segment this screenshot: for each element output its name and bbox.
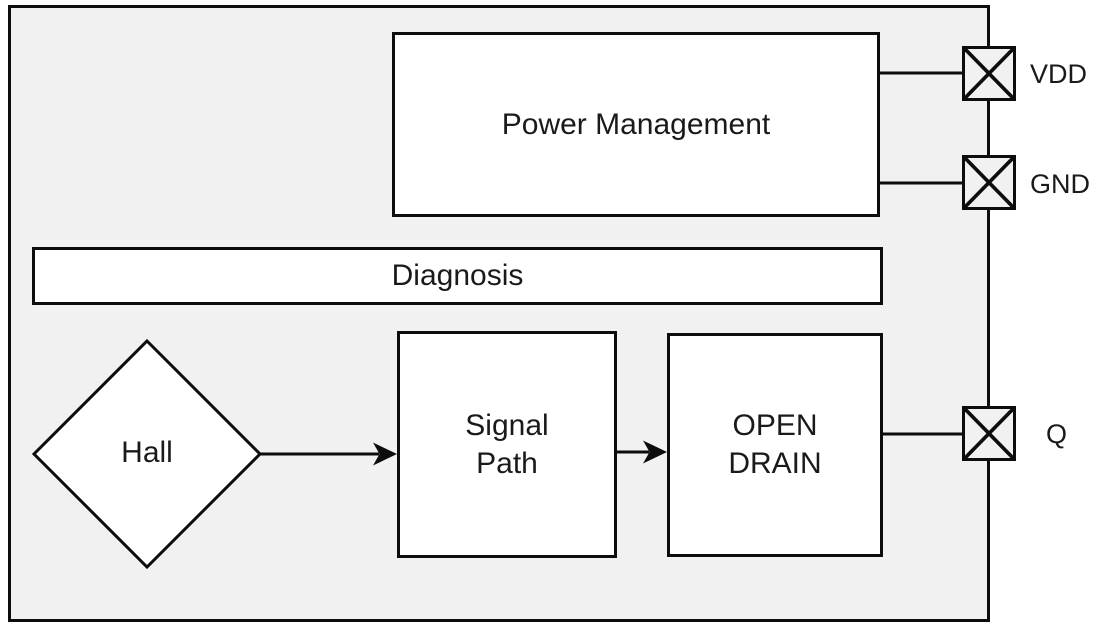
pin-label-vdd: VDD [1030, 59, 1088, 89]
pin-x-cross-icon [965, 409, 1013, 458]
pin-symbol-vdd [962, 46, 1016, 101]
block-power-management: Power Management [392, 32, 880, 217]
pin-symbol-gnd [962, 155, 1016, 210]
pin-symbol-q [962, 406, 1016, 461]
hall-label-text: Hall [121, 436, 173, 469]
block-power-management-label: Power Management [501, 107, 771, 141]
block-signal-path: Signal Path [397, 331, 617, 558]
block-diagnosis: Diagnosis [32, 247, 883, 305]
block-diagnosis-label: Diagnosis [391, 259, 524, 292]
hall-diamond-label: Hall [86, 432, 208, 474]
pin-label-gnd: GND [1030, 169, 1090, 199]
pin-x-cross-icon [965, 49, 1013, 98]
pin-label-q: Q [1046, 419, 1068, 449]
block-signal-path-label: Signal Path [465, 408, 549, 480]
block-open-drain-label: OPEN DRAIN [728, 409, 822, 480]
pin-x-cross-icon [965, 158, 1013, 207]
block-open-drain: OPEN DRAIN [667, 333, 883, 557]
